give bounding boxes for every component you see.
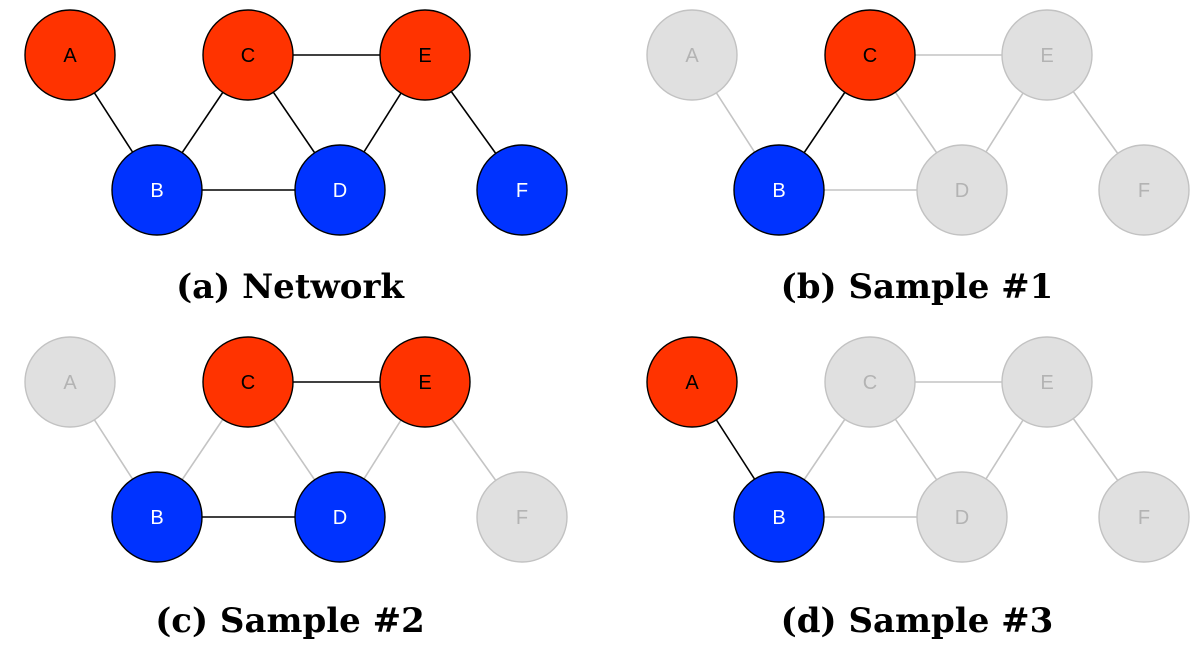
node-circle [294,471,386,563]
node-E: E [379,9,471,101]
node-F: F [1098,471,1190,563]
node-label: E [418,372,431,394]
node-label: F [516,180,528,202]
node-label: E [1040,372,1053,394]
node-circle [294,144,386,236]
node-circle [111,471,203,563]
node-circle [379,336,471,428]
node-label: E [418,45,431,67]
node-A: A [24,336,116,428]
node-F: F [1098,144,1190,236]
node-circle [733,471,825,563]
panel-3: A C E B D F (c) Sample #2 [24,336,568,641]
node-B: B [111,471,203,563]
node-D: D [294,144,386,236]
node-label: F [516,507,528,529]
node-A: A [24,9,116,101]
node-circle [1098,471,1190,563]
node-label: A [685,45,699,67]
node-label: F [1138,180,1150,202]
node-label: D [955,507,969,529]
node-circle [733,144,825,236]
node-circle [24,9,116,101]
node-A: A [646,9,738,101]
node-F: F [476,144,568,236]
node-C: C [202,9,294,101]
node-D: D [916,471,1008,563]
node-label: B [772,507,785,529]
node-E: E [1001,336,1093,428]
node-label: A [63,372,77,394]
node-circle [646,336,738,428]
node-B: B [111,144,203,236]
node-circle [1001,9,1093,101]
node-C: C [824,9,916,101]
node-circle [824,9,916,101]
node-label: C [241,372,255,394]
panel-caption: (d) Sample #3 [781,601,1054,641]
node-D: D [916,144,1008,236]
node-label: A [63,45,77,67]
node-label: E [1040,45,1053,67]
node-label: D [333,507,347,529]
node-circle [916,471,1008,563]
node-label: B [150,507,163,529]
node-circle [379,9,471,101]
node-label: D [333,180,347,202]
node-F: F [476,471,568,563]
node-label: B [772,180,785,202]
node-C: C [824,336,916,428]
node-label: F [1138,507,1150,529]
node-label: C [863,45,877,67]
node-circle [202,336,294,428]
node-circle [916,144,1008,236]
node-circle [1098,144,1190,236]
node-B: B [733,471,825,563]
panel-caption: (c) Sample #2 [155,601,425,641]
node-circle [24,336,116,428]
node-label: D [955,180,969,202]
panel-caption: (a) Network [176,267,405,307]
panel-1: A C E B D F (a) Network [24,9,568,307]
node-circle [824,336,916,428]
node-label: A [685,372,699,394]
node-label: C [863,372,877,394]
node-circle [476,144,568,236]
node-circle [202,9,294,101]
node-D: D [294,471,386,563]
panel-4: A C E B D F (d) Sample #3 [646,336,1190,641]
node-A: A [646,336,738,428]
node-C: C [202,336,294,428]
node-label: C [241,45,255,67]
node-circle [476,471,568,563]
node-B: B [733,144,825,236]
node-circle [1001,336,1093,428]
node-circle [111,144,203,236]
panel-2: A C E B D F (b) Sample #1 [646,9,1190,307]
node-label: B [150,180,163,202]
panel-caption: (b) Sample #1 [781,267,1054,307]
node-E: E [379,336,471,428]
node-E: E [1001,9,1093,101]
node-circle [646,9,738,101]
